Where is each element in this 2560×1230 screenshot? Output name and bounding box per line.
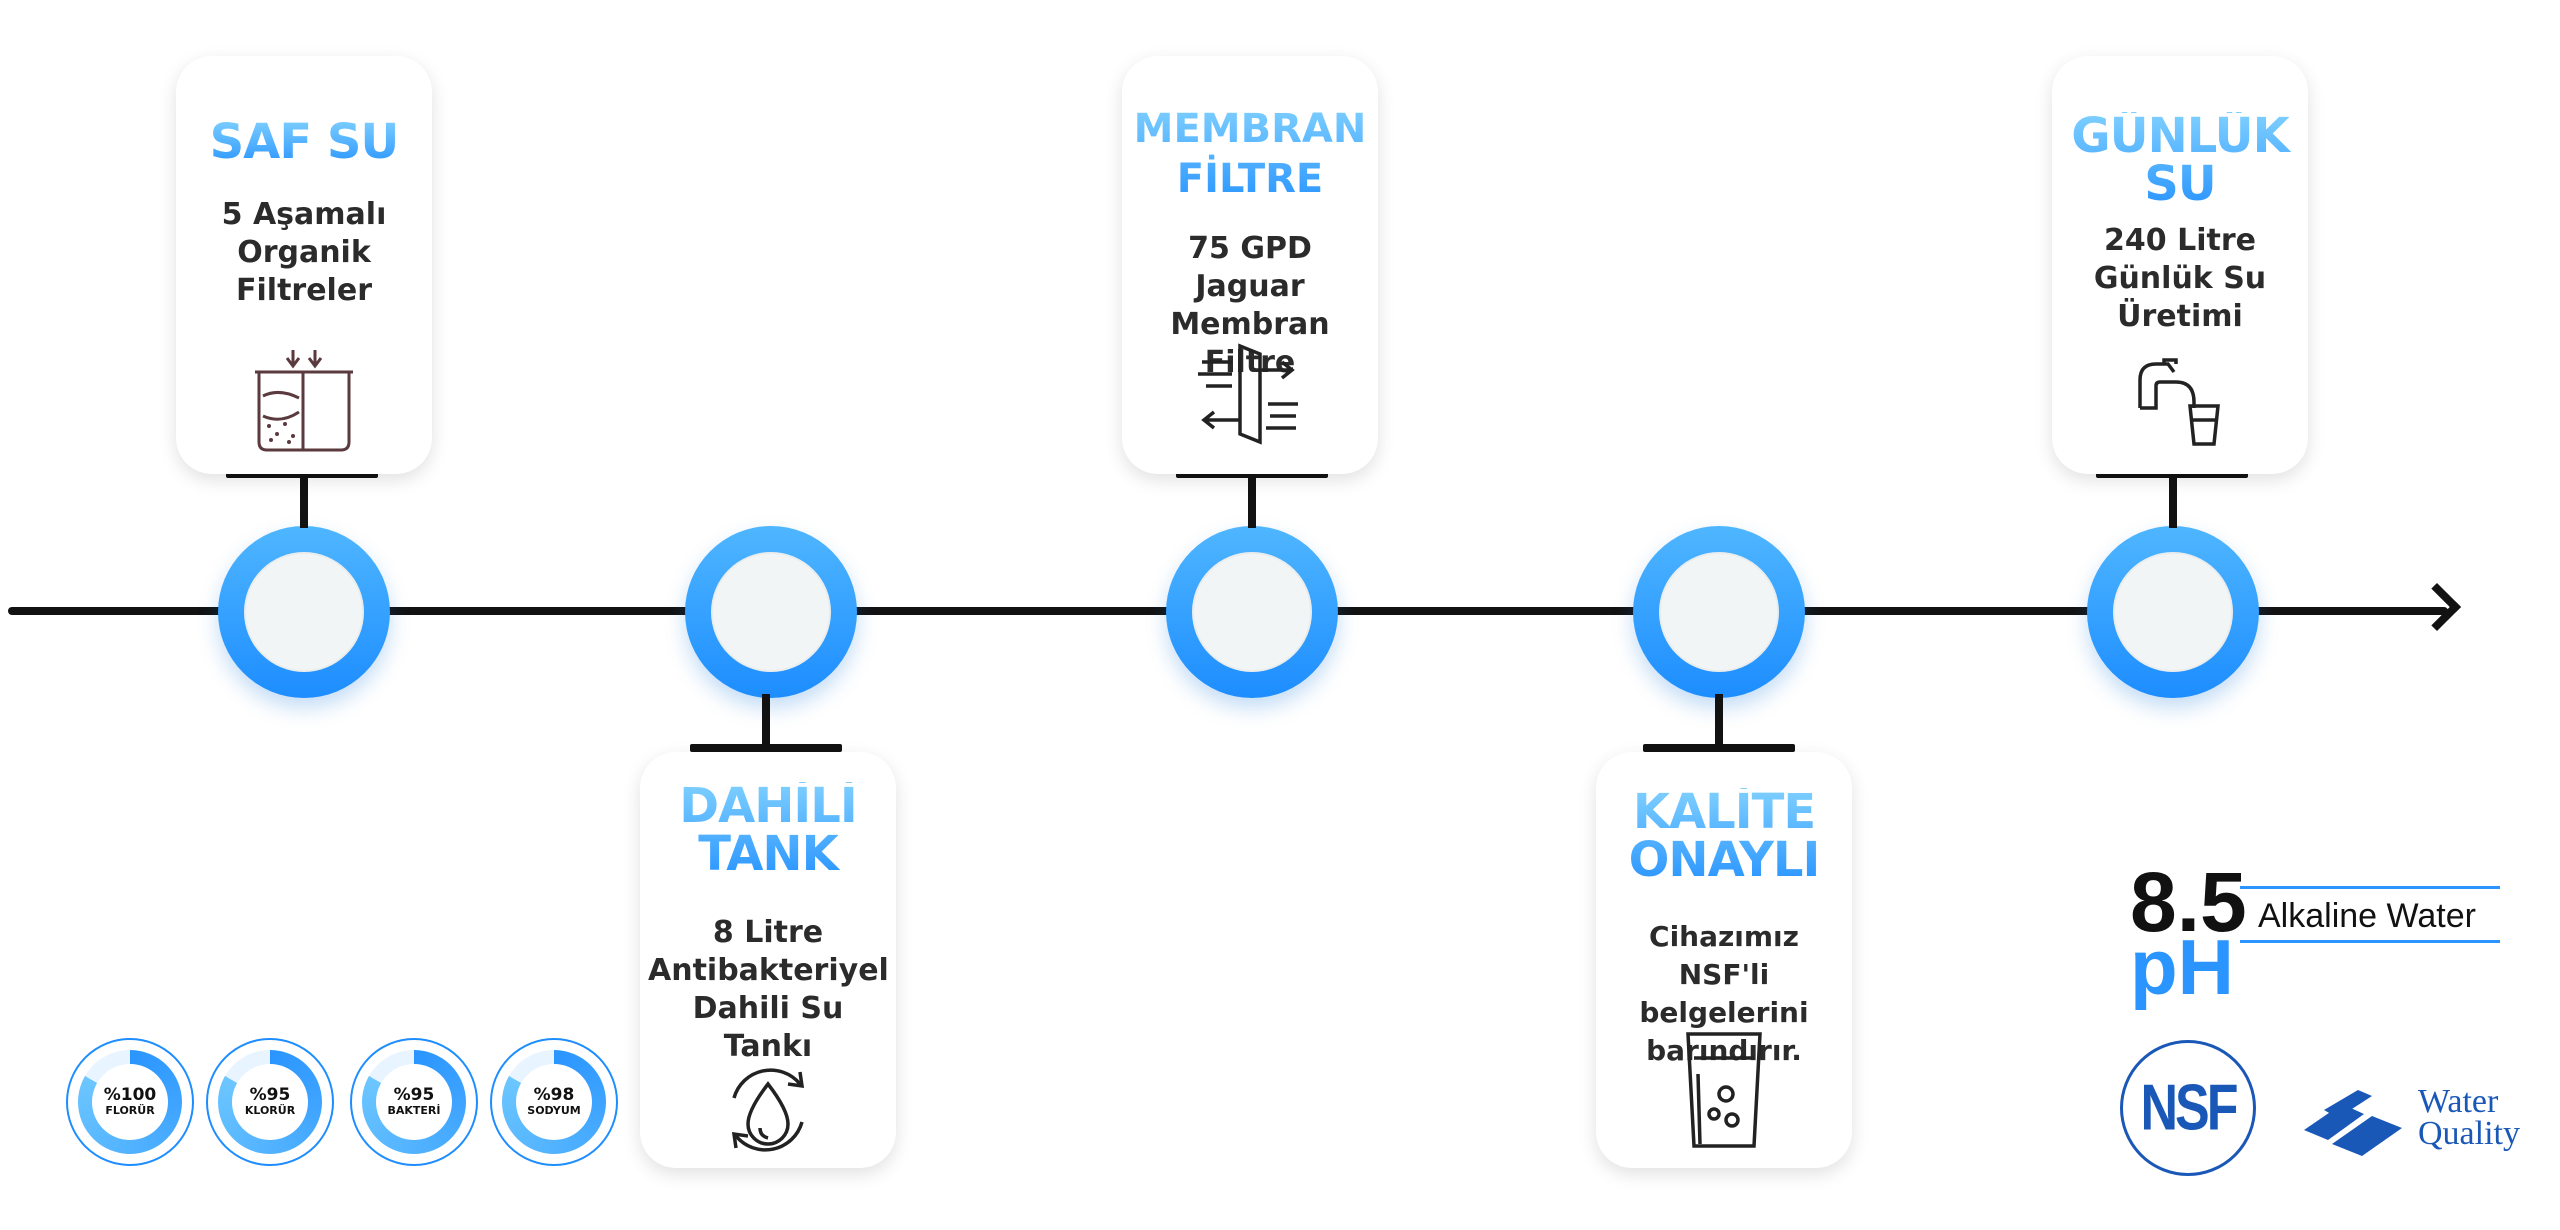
ph-label: Alkaline Water xyxy=(2258,897,2476,935)
connector-stem-5 xyxy=(2169,470,2177,528)
badge-label: BAKTERİ xyxy=(387,1104,441,1117)
water-glass-icon xyxy=(1686,1032,1762,1148)
wqa-wave-icon xyxy=(2304,1090,2402,1156)
step-description: Cihazımız NSF'li belgelerini barındırır. xyxy=(1639,920,1809,1067)
step-description: 8 Litre Antibakteriyel Dahili Su Tankı xyxy=(648,915,889,1064)
connector-bar-4 xyxy=(1643,744,1795,752)
ph-rule-bottom xyxy=(2240,940,2500,943)
badge-sodyum: %98 SODYUM xyxy=(490,1038,618,1166)
connector-stem-4 xyxy=(1715,694,1723,752)
step-title: GÜNLÜK SU xyxy=(2052,112,2308,208)
step-card-gunluk-su: GÜNLÜK SU 240 Litre Günlük Su Üretimi xyxy=(2052,56,2308,474)
filter-beaker-icon xyxy=(255,350,353,452)
step-title: MEMBRAN FİLTRE xyxy=(1122,104,1378,204)
step-title: SAF SU xyxy=(176,118,432,166)
badge-value: %95 xyxy=(249,1085,291,1105)
ph-number: 8.5 xyxy=(2130,855,2247,949)
timeline-node-2 xyxy=(685,526,857,698)
step-description: 240 Litre Günlük Su Üretimi xyxy=(2093,223,2267,334)
step-card-membran-filtre: MEMBRAN FİLTRE 75 GPD Jaguar Membran Fil… xyxy=(1122,56,1378,474)
badge-bakteri: %95 BAKTERİ xyxy=(350,1038,478,1166)
timeline-node-5 xyxy=(2087,526,2259,698)
timeline-node-1 xyxy=(218,526,390,698)
nsf-logo-text: NSF xyxy=(2140,1071,2239,1145)
wqa-line2: Quality xyxy=(2418,1115,2520,1152)
timeline-node-3 xyxy=(1166,526,1338,698)
connector-stem-2 xyxy=(762,694,770,752)
step-description: 75 GPD Jaguar Membran Filtre xyxy=(1170,231,1330,380)
badge-klorur: %95 KLORÜR xyxy=(206,1038,334,1166)
badge-label: FLORÜR xyxy=(105,1104,155,1117)
badge-inner: %95 BAKTERİ xyxy=(376,1064,452,1140)
badge-label: SODYUM xyxy=(527,1104,581,1117)
step-card-dahili-tank: DAHİLİ TANK 8 Litre Antibakteriyel Dahil… xyxy=(640,752,896,1168)
badge-value: %98 xyxy=(533,1085,575,1105)
step-card-saf-su: SAF SU 5 Aşamalı Organik Filtreler xyxy=(176,56,432,474)
connector-bar-2 xyxy=(690,744,842,752)
badge-inner: %98 SODYUM xyxy=(516,1064,592,1140)
badge-value: %95 xyxy=(393,1085,435,1105)
timeline-node-4 xyxy=(1633,526,1805,698)
step-title: DAHİLİ TANK xyxy=(640,782,896,878)
step-card-kalite-onayli: KALİTE ONAYLI Cihazımız NSF'li belgeleri… xyxy=(1596,752,1852,1168)
badge-inner: %100 FLORÜR xyxy=(92,1064,168,1140)
nsf-logo: NSF xyxy=(2120,1040,2256,1176)
connector-stem-3 xyxy=(1248,470,1256,528)
water-drop-cycle-icon xyxy=(731,1068,805,1152)
step-description: 5 Aşamalı Organik Filtreler xyxy=(221,197,387,308)
connector-stem-1 xyxy=(300,470,308,528)
ph-unit: pH xyxy=(2130,923,2234,1011)
timeline-arrow-icon xyxy=(2412,582,2462,632)
membrane-arrows-icon xyxy=(1198,343,1298,445)
wqa-logo-text: Water Quality xyxy=(2418,1083,2520,1152)
ph-rule-top xyxy=(2240,886,2500,889)
faucet-glass-icon xyxy=(2138,358,2220,446)
wqa-line1: Water xyxy=(2418,1083,2499,1120)
badge-label: KLORÜR xyxy=(244,1104,296,1117)
badge-value: %100 xyxy=(103,1085,157,1105)
badge-inner: %95 KLORÜR xyxy=(232,1064,308,1140)
badge-florur: %100 FLORÜR xyxy=(66,1038,194,1166)
step-title: KALİTE ONAYLI xyxy=(1596,788,1852,884)
